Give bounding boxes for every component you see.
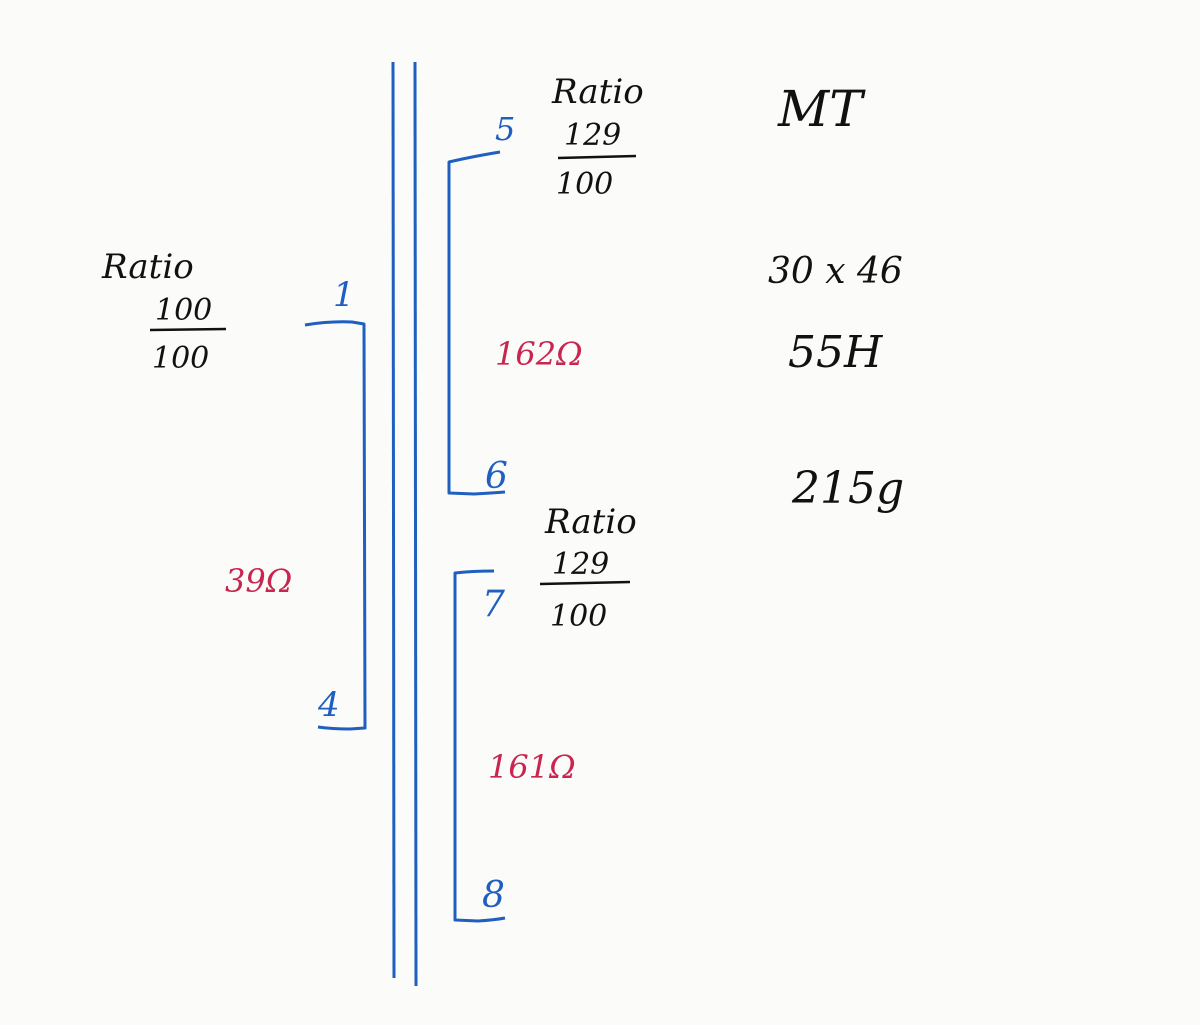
secondary-upper-ratio-denominator: 100 <box>556 167 613 202</box>
secondary-upper-ratio: Ratio 129 100 <box>551 72 644 202</box>
secondary-lower-ratio-fraction-bar <box>539 580 631 586</box>
secondary-upper-pin-start: 5 <box>495 110 515 148</box>
secondary-upper-ratio-numerator: 129 <box>564 118 621 153</box>
transformer-core <box>391 61 418 987</box>
secondary-upper-winding: 5 6 162Ω <box>447 110 583 497</box>
spec-inductance: 55H <box>788 327 884 378</box>
primary-pin-start: 1 <box>333 275 355 315</box>
primary-winding: 1 4 39Ω <box>225 275 367 731</box>
secondary-upper-pin-end: 6 <box>485 456 508 497</box>
secondary-upper-resistance: 162Ω <box>495 335 583 373</box>
primary-ratio-fraction-bar <box>149 327 227 332</box>
secondary-upper-ratio-label: Ratio <box>551 72 644 112</box>
secondary-lower-pin-end: 8 <box>482 875 505 916</box>
secondary-lower-pin-start: 7 <box>482 584 505 625</box>
spec-type: MT <box>777 80 866 138</box>
secondary-upper-ratio-fraction-bar <box>557 154 637 160</box>
spec-weight: 215g <box>791 463 904 514</box>
primary-winding-wire <box>304 320 367 731</box>
secondary-lower-winding-wire <box>453 569 506 923</box>
secondary-upper-winding-wire <box>447 150 506 496</box>
core-line-right <box>413 61 418 987</box>
primary-pin-end: 4 <box>317 685 340 725</box>
primary-ratio-label: Ratio <box>101 247 194 287</box>
secondary-lower-ratio-denominator: 100 <box>550 599 607 634</box>
primary-ratio: Ratio 100 100 <box>101 247 227 376</box>
specs: MT 30 x 46 55H 215g <box>768 80 904 514</box>
primary-ratio-numerator: 100 <box>155 293 212 328</box>
secondary-lower-ratio: Ratio 129 100 <box>539 502 637 634</box>
secondary-lower-ratio-numerator: 129 <box>552 547 609 582</box>
secondary-lower-resistance: 161Ω <box>488 748 576 786</box>
core-line-left <box>391 61 396 979</box>
secondary-lower-ratio-label: Ratio <box>544 502 637 542</box>
secondary-lower-winding: 7 8 161Ω <box>453 569 576 923</box>
primary-ratio-denominator: 100 <box>152 341 209 376</box>
primary-resistance: 39Ω <box>225 562 292 600</box>
spec-core-size: 30 x 46 <box>768 251 903 292</box>
